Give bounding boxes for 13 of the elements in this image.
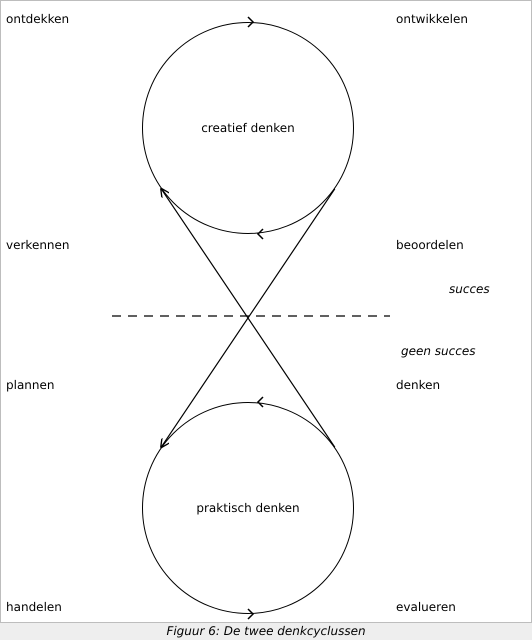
stage-label: succes <box>449 281 490 298</box>
stage-label: handelen <box>6 599 62 616</box>
stage-label: denken <box>396 377 440 394</box>
stage-label: ontwikkelen <box>396 11 468 28</box>
stage-label: plannen <box>6 377 55 394</box>
stage-label: evalueren <box>396 599 456 616</box>
caption: Figuur 6: De twee denkcyclussen <box>0 623 532 640</box>
stage-label: beoordelen <box>396 237 464 254</box>
stage-label: ontdekken <box>6 11 70 28</box>
cycle-label: praktisch denken <box>196 500 300 517</box>
stage-label: geen succes <box>401 343 476 360</box>
stage-label: verkennen <box>6 237 70 254</box>
cycle-label: creatief denken <box>201 120 295 137</box>
